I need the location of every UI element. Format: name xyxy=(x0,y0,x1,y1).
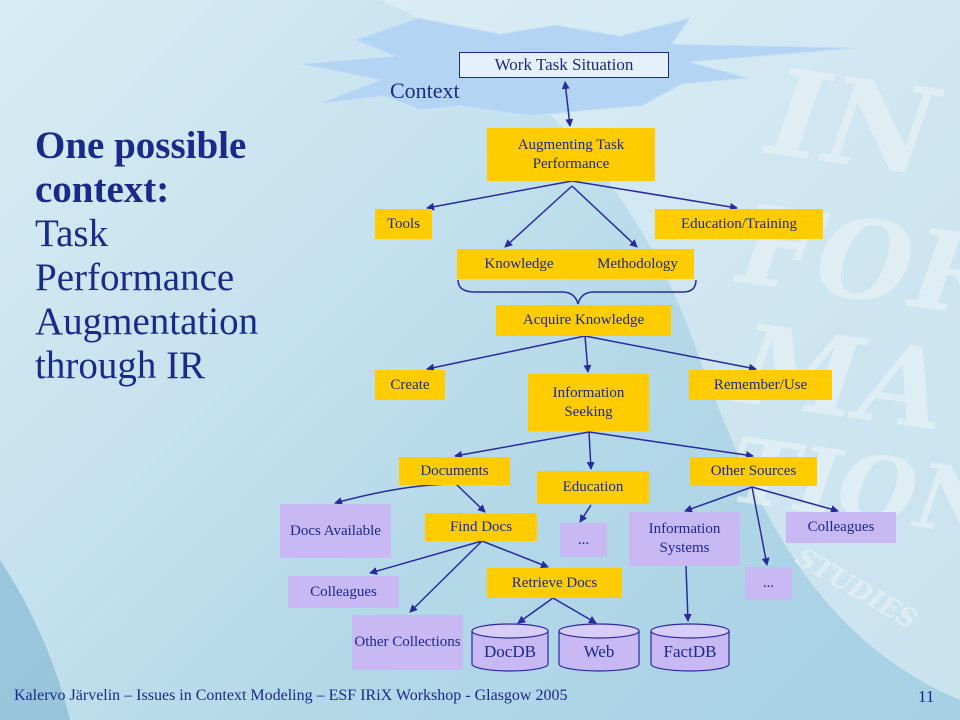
connector xyxy=(409,540,483,613)
title-line: through IR xyxy=(35,344,206,387)
svg-text:IN: IN xyxy=(758,41,949,205)
title-bold-line: context: xyxy=(35,168,170,211)
connector xyxy=(584,335,757,372)
node-create: Create xyxy=(375,370,445,400)
node-other-sources: Other Sources xyxy=(690,457,817,486)
database-cylinder-web xyxy=(558,623,640,672)
connector xyxy=(552,597,597,624)
brace xyxy=(457,279,697,305)
connector xyxy=(455,483,486,513)
connector xyxy=(751,486,770,566)
title-line: Augmentation xyxy=(35,300,259,343)
connector xyxy=(369,540,483,575)
connector xyxy=(571,180,738,211)
connector xyxy=(579,504,592,523)
node-retrieve-docs: Retrieve Docs xyxy=(487,568,622,598)
connector xyxy=(583,335,592,373)
node-other-collections: Other Collections xyxy=(352,615,463,670)
connector xyxy=(586,431,595,470)
work-task-situation-box: Work Task Situation xyxy=(459,52,669,78)
connector xyxy=(426,180,573,211)
node-ellipsis: ... xyxy=(745,567,792,600)
connector xyxy=(481,540,549,569)
title-line: Task xyxy=(35,212,109,255)
connector xyxy=(504,185,573,248)
database-label-web: Web xyxy=(583,642,615,661)
node-methodology: Methodology xyxy=(581,249,694,279)
node-education-training: Education/Training xyxy=(655,209,823,239)
node-ellipsis: ... xyxy=(560,523,607,557)
connector xyxy=(751,486,839,513)
node-education: Education xyxy=(537,471,649,504)
corner-swoosh xyxy=(0,560,70,720)
connector xyxy=(588,431,754,459)
connector xyxy=(561,81,574,127)
node-tools: Tools xyxy=(375,209,432,239)
database-label-factdb: FactDB xyxy=(663,642,717,661)
title-line: Performance xyxy=(35,256,235,299)
connector xyxy=(517,597,554,624)
node-docs-available: Docs Available xyxy=(280,504,391,558)
node-knowledge: Knowledge xyxy=(457,249,581,279)
database-label-docdb: DocDB xyxy=(484,642,536,661)
context-label: Context xyxy=(390,78,460,103)
node-information-systems: Information Systems xyxy=(629,512,740,566)
connector xyxy=(426,335,586,372)
connector xyxy=(571,185,638,248)
footer-text: Kalervo Järvelin – Issues in Context Mod… xyxy=(14,687,568,704)
title-bold-line: One possible xyxy=(35,124,247,167)
node-remember-use: Remember/Use xyxy=(689,370,832,400)
node-documents: Documents xyxy=(399,457,510,485)
node-information-seeking: Information Seeking xyxy=(528,374,649,431)
node-find-docs: Find Docs xyxy=(425,513,537,541)
connector xyxy=(454,431,590,459)
slide-title: One possible context: Task Performance A… xyxy=(35,124,295,388)
connector xyxy=(684,486,753,513)
page-number: 11 xyxy=(918,687,935,706)
database-cylinder-factdb xyxy=(650,623,730,672)
node-acquire-knowledge: Acquire Knowledge xyxy=(496,305,671,336)
node-colleagues: Colleagues xyxy=(288,576,399,608)
connector xyxy=(334,483,457,506)
node-augmenting-task-performance: Augmenting Task Performance xyxy=(487,128,655,181)
connector xyxy=(683,565,692,622)
node-colleagues: Colleagues xyxy=(786,512,896,543)
database-cylinder-docdb xyxy=(471,623,549,672)
